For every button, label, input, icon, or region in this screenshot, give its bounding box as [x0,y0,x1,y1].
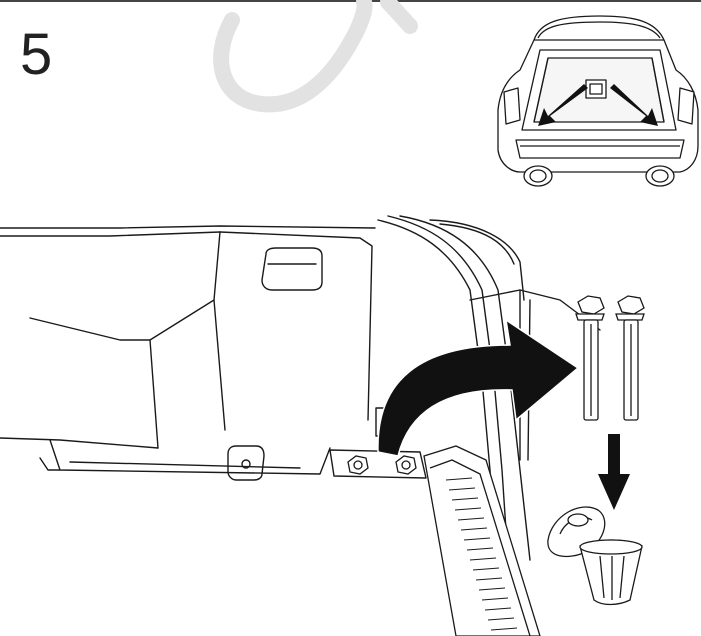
step-number: 5 [20,22,53,87]
bolt-icon [615,295,645,421]
removal-arrow [377,318,580,457]
nut-icon [347,455,417,475]
sill-scuff-plate [423,445,541,636]
top-rule [0,0,701,2]
scuff-plate-ribs [445,477,518,631]
watermark-ring [213,0,373,113]
watermark-mark [380,0,418,34]
bolt-icon [575,295,605,421]
trunk-side-panel [0,215,601,561]
overview-arrows [538,84,658,126]
collection-cup-icon [579,539,643,606]
car-rear-trunk-icon [497,15,699,187]
drop-arrow [598,434,630,510]
